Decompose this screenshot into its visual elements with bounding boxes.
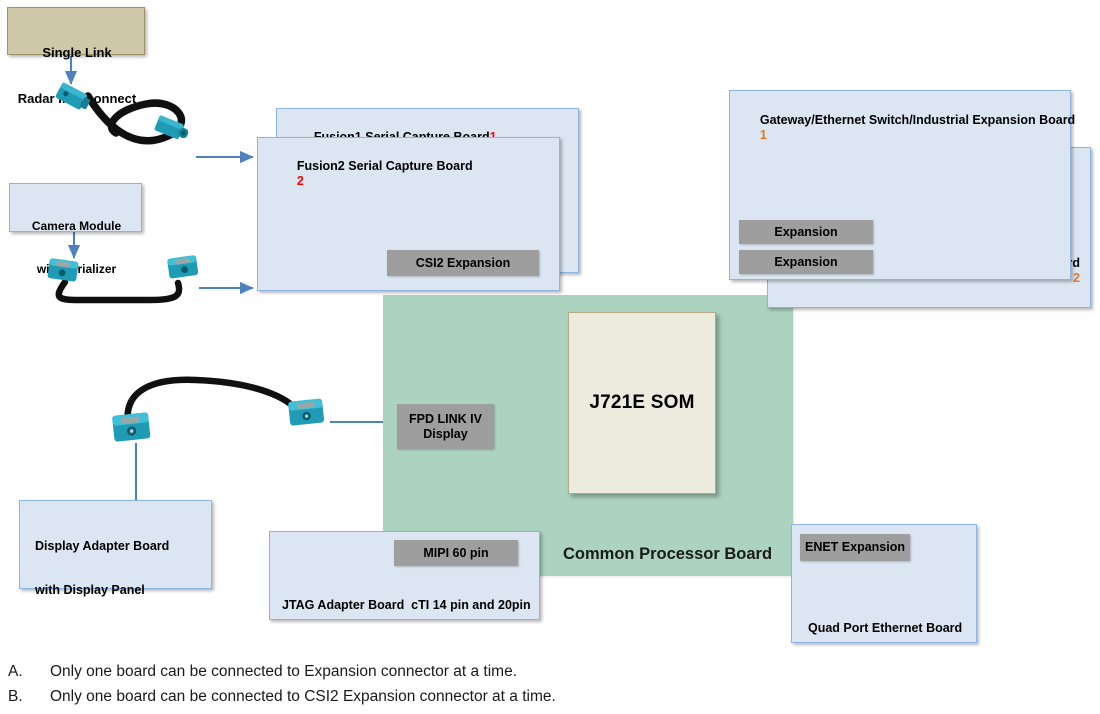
fakra-connector-display-a (112, 412, 151, 442)
module-j721e-som[interactable]: J721E SOM (568, 312, 716, 494)
footnote-b-text: Only one board can be connected to CSI2 … (50, 688, 556, 706)
fusion2-superscript: 2 (296, 173, 304, 188)
connector-fpd-link-iv-display[interactable]: FPD LINK IV Display (397, 404, 494, 449)
display-adapter-line2: with Display Panel (35, 582, 145, 597)
connector-expansion-1[interactable]: Expansion (739, 220, 873, 244)
connector-expansion-2[interactable]: Expansion (739, 250, 873, 274)
footnote-b-key: B. (8, 688, 23, 706)
radar-label-line1: Single Link (42, 44, 112, 60)
board-label-fusion2: Fusion2 Serial Capture Board 2 (276, 144, 473, 203)
board-label-quad-ethernet: Quad Port Ethernet Board (808, 621, 963, 636)
board-single-link-radar-interconnect[interactable]: Single Link Radar Interconnect (7, 7, 145, 106)
gateway-superscript: 1 (759, 127, 767, 142)
fakra-connector-radar-b (154, 115, 189, 139)
footnotes: A. Only one board can be connected to Ex… (8, 659, 708, 709)
connector-csi2-expansion[interactable]: CSI2 Expansion (387, 250, 539, 276)
board-display-adapter[interactable]: Display Adapter Board with Display Panel (19, 500, 212, 597)
infotainment-superscript: 2 (1073, 270, 1080, 285)
fakra-connector-display-b (288, 398, 325, 426)
som-label: J721E SOM (589, 392, 695, 413)
expansion-1-label: Expansion (774, 224, 838, 239)
connector-enet-expansion[interactable]: ENET Expansion (800, 534, 910, 561)
fakra-connector-camera-b (167, 255, 199, 279)
gateway-label-text: Gateway/Ethernet Switch/Industrial Expan… (759, 112, 1076, 127)
board-label-radar-interconnect: Single Link Radar Interconnect (8, 14, 146, 137)
fpd-link-display-label: FPD LINK IV Display (409, 412, 482, 441)
board-label-display-adapter: Display Adapter Board with Display Panel (35, 509, 169, 627)
board-label-camera-module: Camera Module with serializer (10, 191, 143, 304)
board-label-gateway: Gateway/Ethernet Switch/Industrial Expan… (739, 98, 1075, 157)
csi2-expansion-label: CSI2 Expansion (415, 255, 511, 270)
footnote-a-key: A. (8, 663, 23, 680)
footnote-b: B. Only one board can be connected to CS… (8, 684, 708, 709)
camera-label-line2: with serializer (36, 261, 117, 276)
mipi-60-pin-label: MIPI 60 pin (423, 545, 489, 560)
enet-expansion-label: ENET Expansion (804, 540, 906, 555)
board-label-jtag-adapter: JTAG Adapter Board cTI 14 pin and 20pin (282, 598, 531, 613)
connector-mipi-60-pin[interactable]: MIPI 60 pin (394, 540, 518, 566)
footnote-a: A. Only one board can be connected to Ex… (8, 659, 708, 684)
board-camera-module[interactable]: Camera Module with serializer (9, 183, 142, 276)
fusion2-label-text: Fusion2 Serial Capture Board (296, 158, 473, 173)
cable-arch-path (124, 376, 300, 427)
display-adapter-line1: Display Adapter Board (35, 538, 170, 553)
fusion1-superscript: 1 (490, 130, 497, 144)
radar-label-line2: Radar Interconnect (17, 90, 137, 106)
board-gateway-ethernet-industrial-expansion[interactable]: Gateway/Ethernet Switch/Industrial Expan… (729, 90, 1075, 280)
expansion-2-label: Expansion (774, 254, 838, 269)
camera-label-line1: Camera Module (31, 219, 122, 234)
board-label-common-processor: Common Processor Board (563, 545, 773, 563)
footnote-a-text: Only one board can be connected to Expan… (50, 663, 518, 680)
